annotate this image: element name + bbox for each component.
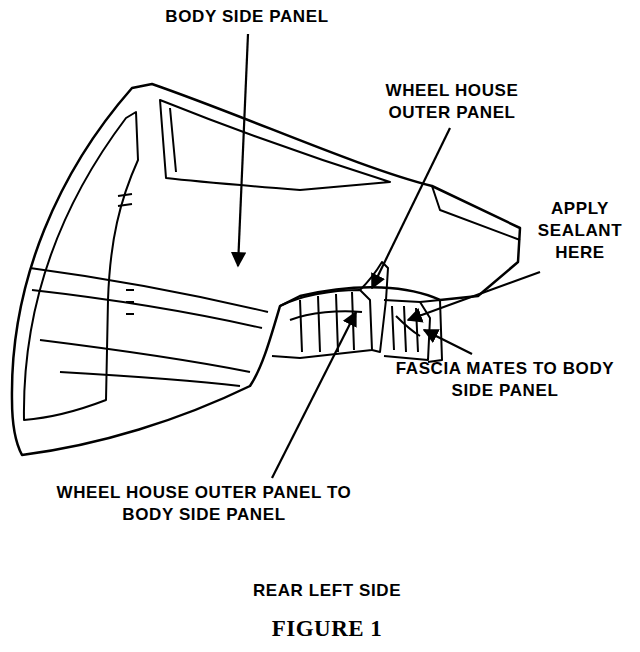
instruction-note: APPLY SEALANT HERE xyxy=(525,198,635,264)
part-name: BODY SIDE PANEL xyxy=(117,6,377,28)
body-outline xyxy=(12,84,520,455)
leader-lines xyxy=(238,34,540,478)
note: FASCIA MATES TO BODY SIDE PANEL xyxy=(385,358,625,402)
view-label: REAR LEFT SIDE xyxy=(197,580,457,602)
part-name: WHEEL HOUSE OUTER PANEL TO BODY SIDE PAN… xyxy=(44,482,364,526)
part-name: WHEEL HOUSE OUTER PANEL xyxy=(367,80,537,124)
figure-caption: FIGURE 1 xyxy=(177,616,477,642)
